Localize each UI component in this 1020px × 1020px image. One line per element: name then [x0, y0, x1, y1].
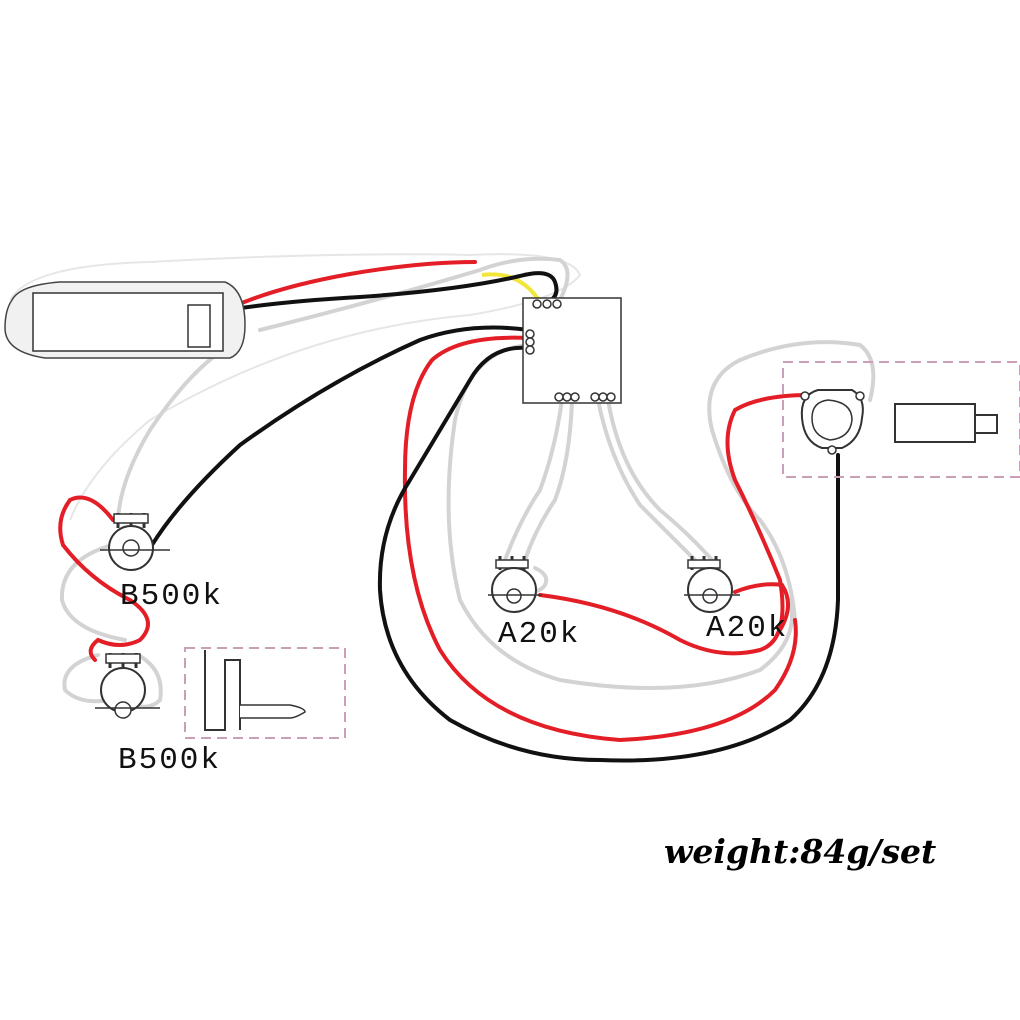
grey-wire-board-to-a20k-right-2	[606, 398, 714, 562]
output-jack-lug	[855, 391, 865, 401]
output-jack-plug-body	[894, 403, 976, 443]
preamp-terminal	[525, 337, 535, 347]
preamp-terminal	[598, 392, 608, 402]
preamp-terminal	[552, 299, 562, 309]
pot-label: A20k	[498, 617, 580, 652]
black-wire-board-big-loop	[377, 345, 841, 763]
red-wire-jack-loop	[538, 393, 812, 656]
preamp-terminal	[532, 299, 542, 309]
pot-a20k-right	[684, 556, 740, 613]
grey-wire-pot-chain-2	[62, 653, 112, 704]
preamp-terminal	[525, 329, 535, 339]
red-wire-pickup-to-board	[208, 260, 477, 320]
pot-lug-bar	[105, 653, 141, 664]
output-jack-plug-tip	[974, 414, 998, 434]
grey-wire-pot-chain-3	[133, 653, 163, 709]
output-jack-socket-inner	[811, 399, 853, 441]
output-jack-lug	[827, 445, 837, 455]
battery-lever	[240, 704, 306, 719]
grey-wire-board-top-loop	[258, 256, 570, 332]
pot-lug-bar	[113, 513, 149, 524]
output-jack-group	[782, 361, 1020, 478]
grey-wires	[59, 256, 876, 709]
pot-label: A20k	[706, 611, 788, 646]
red-wire-board-big-loop	[402, 335, 798, 743]
pot-shaft	[702, 588, 718, 604]
yellow-wire	[481, 272, 542, 304]
output-jack-lug	[800, 391, 810, 401]
grey-wire-jack-loop	[707, 340, 876, 622]
grey-wire-pickup-to-pot	[116, 343, 232, 522]
grey-wire-board-to-a20k-left-2	[523, 398, 574, 562]
grey-wire-board-to-a20k-right-1	[596, 398, 697, 562]
battery-box-dashed-outline	[184, 647, 346, 739]
pot-lug-bar	[687, 559, 721, 569]
battery-box-group	[184, 647, 346, 739]
grey-wire-board-big-loop	[446, 343, 794, 690]
black-wire-board-to-b500k	[150, 325, 530, 547]
preamp-terminal	[542, 299, 552, 309]
pot-label: B500k	[118, 743, 221, 778]
battery-clip	[204, 650, 241, 731]
preamp-terminal	[590, 392, 600, 402]
body-outline	[9, 253, 582, 521]
black-wires	[150, 271, 841, 763]
black-wire-pickup-to-board	[208, 271, 559, 315]
preamp-terminal	[525, 345, 535, 355]
pot-b500k-top	[100, 513, 170, 571]
pot-label: B500k	[120, 579, 223, 614]
pot-b500k-bottom	[95, 653, 160, 719]
pot-lug-bar	[495, 559, 529, 569]
grey-wire-pot-chain-1	[59, 543, 127, 642]
pot-shaft	[506, 588, 522, 604]
grey-wire-board-to-a20k-left-1	[503, 398, 564, 562]
preamp-board-body	[522, 297, 622, 404]
pot-shaft	[114, 701, 132, 719]
preamp-terminal	[570, 392, 580, 402]
pot-shaft	[122, 539, 140, 557]
pickup-pole-block	[187, 304, 211, 348]
red-wires	[58, 260, 812, 743]
weight-caption: weight:84g/set	[664, 832, 937, 871]
preamp-terminal	[562, 392, 572, 402]
pot-a20k-left	[488, 556, 542, 613]
preamp-terminal	[554, 392, 564, 402]
preamp-board	[522, 297, 622, 404]
pickup	[4, 281, 246, 359]
output-jack-dashed-box	[782, 361, 1020, 478]
red-wire-pot-chain	[58, 495, 150, 662]
preamp-terminal	[606, 392, 616, 402]
red-wire-a20k-right	[733, 582, 790, 632]
